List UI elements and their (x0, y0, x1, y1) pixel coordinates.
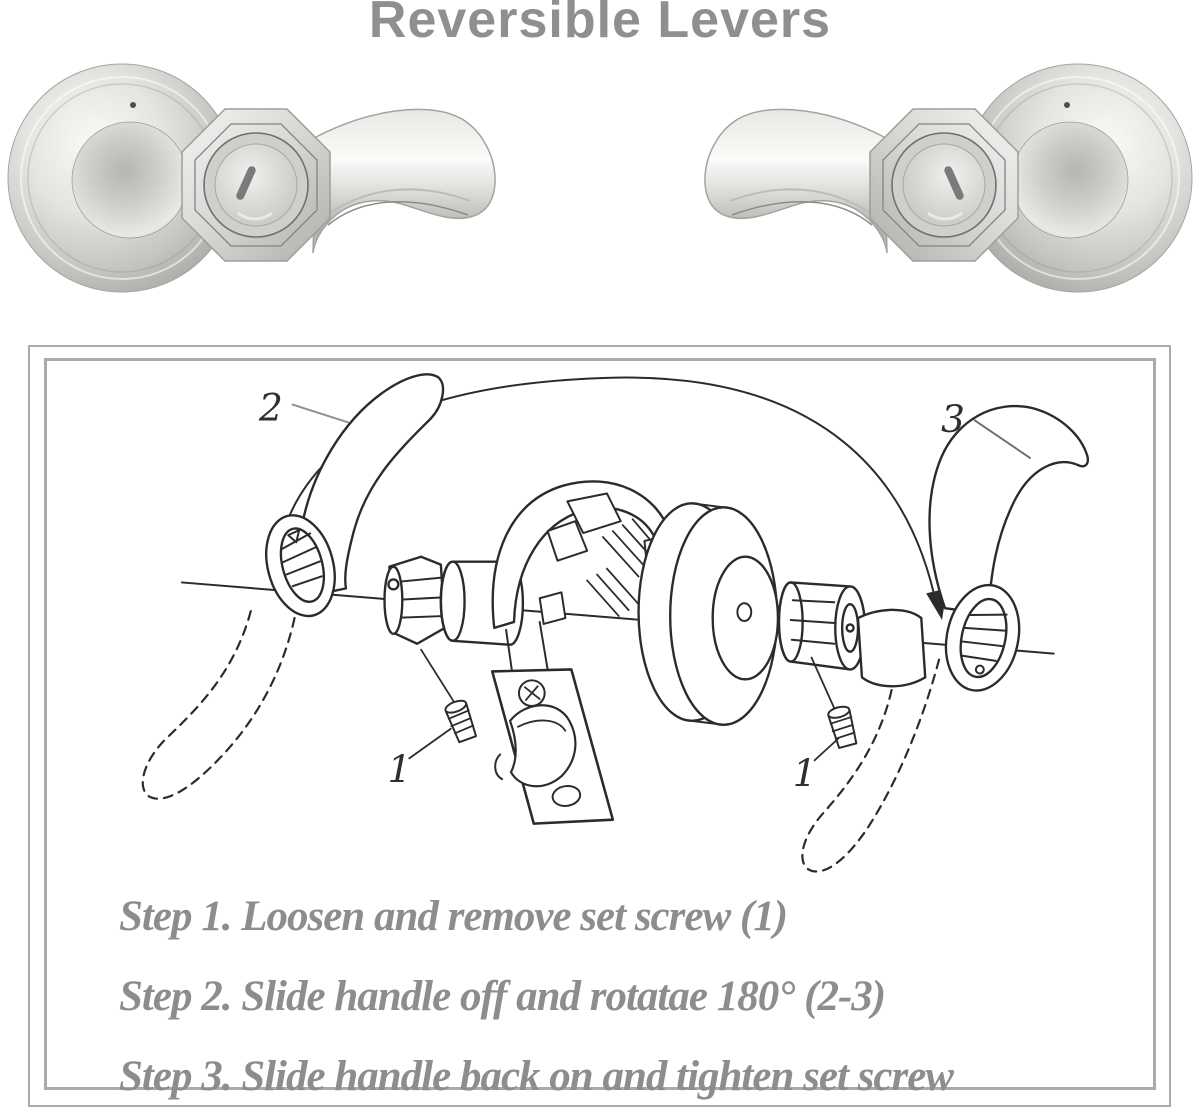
left-lever-drawing (265, 373, 445, 618)
exploded-diagram: 2 3 1 1 (141, 373, 1089, 873)
page-title: Reversible Levers (368, 0, 832, 49)
left-ghost-lever (141, 609, 296, 800)
right-ghost-lever (801, 658, 941, 873)
step-3-text: Step 3. Slide handle back on and tighten… (119, 1053, 954, 1100)
left-lever-photo (6, 62, 497, 294)
step-2-text: Step 2. Slide handle off and rotatae 180… (119, 973, 886, 1020)
step-1-text: Step 1. Loosen and remove set screw (1) (119, 893, 788, 940)
callout-right-lever: 3 (941, 397, 965, 441)
callout-3-leader (973, 419, 1031, 459)
callout-right-screw: 1 (793, 751, 817, 795)
callout-left-screw: 1 (387, 747, 411, 791)
lever-photos (6, 62, 1194, 294)
exploded-assembly (383, 480, 927, 726)
callout-2-leader (291, 403, 349, 424)
right-set-screw (810, 656, 858, 762)
instruction-box: 2 3 1 1 Step 1. Loosen and remove set sc… (28, 345, 1171, 1107)
callout-left-lever: 2 (258, 385, 283, 429)
step-list: Step 1. Loosen and remove set screw (1) … (119, 877, 1129, 1117)
instruction-box-inner: 2 3 1 1 Step 1. Loosen and remove set sc… (44, 358, 1156, 1100)
right-lever-drawing (928, 404, 1089, 692)
right-lever-photo (703, 62, 1194, 294)
latch-plate (490, 621, 615, 825)
left-set-screw (408, 648, 477, 760)
